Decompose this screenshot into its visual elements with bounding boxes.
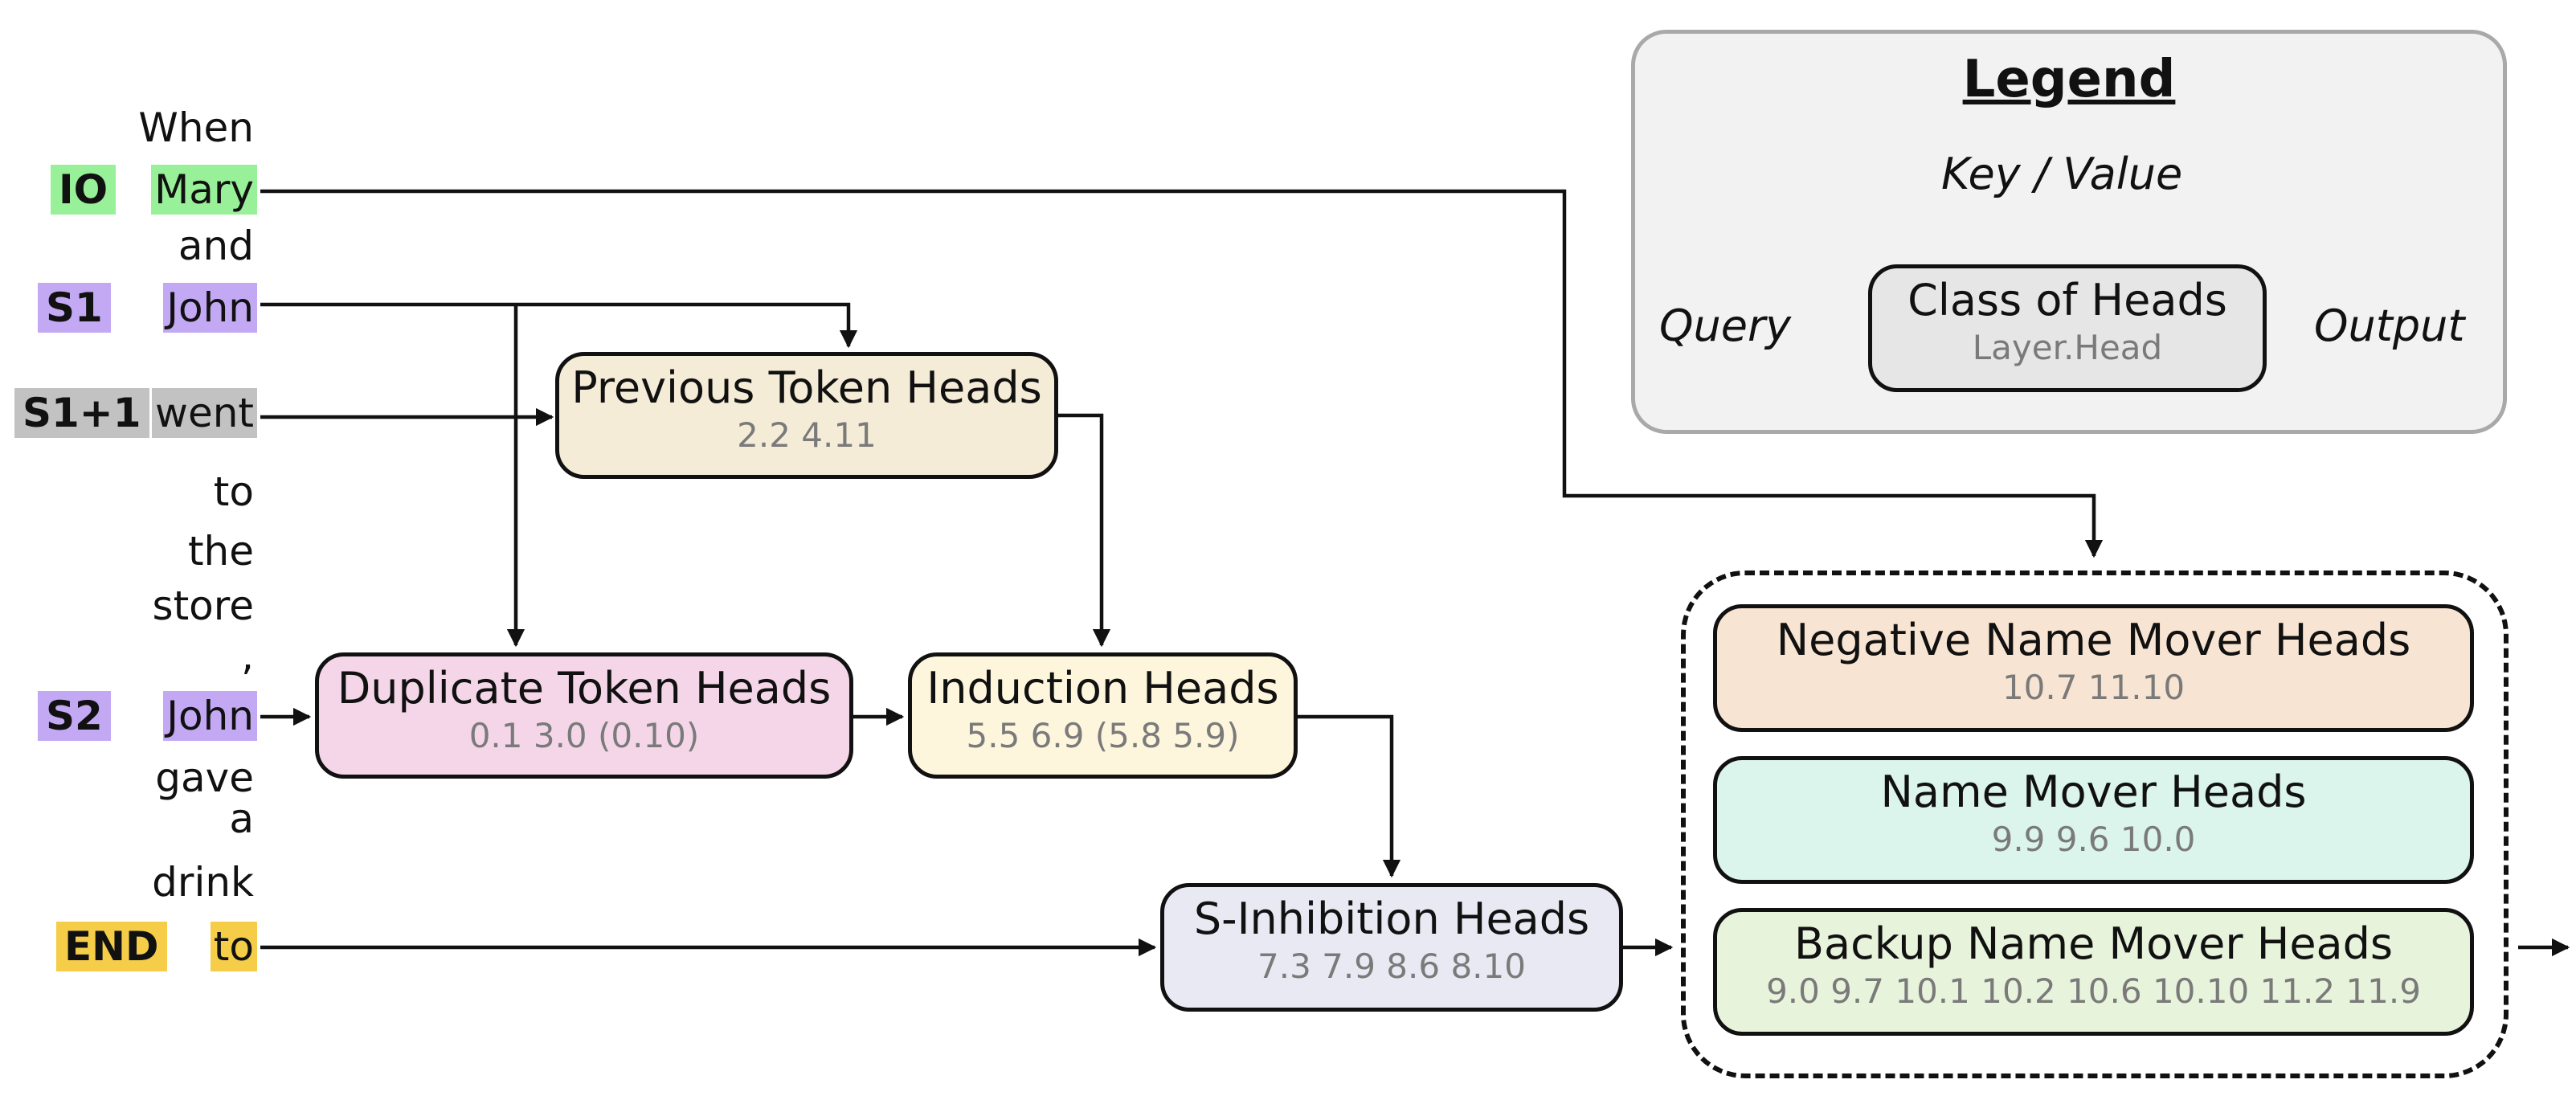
previous-token-heads-list: 2.2 4.11 <box>737 415 877 455</box>
backup-name-mover-heads-box: Backup Name Mover Heads 9.0 9.7 10.1 10.… <box>1713 908 2474 1036</box>
role-s1-label: S1 <box>38 283 111 333</box>
s-inhibition-heads-list: 7.3 7.9 8.6 8.10 <box>1257 947 1526 986</box>
edge-previous-to-induction <box>1058 413 1111 648</box>
negative-name-mover-heads-box: Negative Name Mover Heads 10.7 11.10 <box>1713 604 2474 732</box>
induction-heads-title: Induction Heads <box>926 663 1279 714</box>
name-mover-heads-list: 9.9 9.6 10.0 <box>1991 820 2196 859</box>
role-end-label: END <box>56 922 167 971</box>
previous-token-heads-box: Previous Token Heads 2.2 4.11 <box>555 352 1058 479</box>
s-inhibition-heads-title: S-Inhibition Heads <box>1193 894 1590 944</box>
legend-class-box: Class of Heads Layer.Head <box>1868 264 2267 392</box>
word-a: a <box>229 795 254 842</box>
duplicate-token-heads-list: 0.1 3.0 (0.10) <box>468 716 700 755</box>
backup-name-mover-heads-list: 9.0 9.7 10.1 10.2 10.6 10.10 11.2 11.9 <box>1766 971 2421 1011</box>
legend-query-label: Query <box>1659 301 1792 351</box>
duplicate-token-heads-box: Duplicate Token Heads 0.1 3.0 (0.10) <box>315 652 853 779</box>
word-when: When <box>138 104 254 151</box>
word-and: and <box>178 223 254 269</box>
word-went: went <box>152 388 257 438</box>
backup-name-mover-heads-title: Backup Name Mover Heads <box>1793 918 2394 969</box>
induction-heads-list: 5.5 6.9 (5.8 5.9) <box>966 716 1240 755</box>
legend-class-subtitle: Layer.Head <box>1972 328 2163 367</box>
word-john-s2: John <box>163 691 257 741</box>
legend-key-value-label: Key / Value <box>1941 149 2183 199</box>
legend-output-label: Output <box>2314 301 2465 351</box>
legend-panel: Legend Key / Value Query Output Class of… <box>1631 30 2507 434</box>
legend-class-title: Class of Heads <box>1907 275 2227 325</box>
name-mover-group <box>1681 570 2509 1078</box>
word-john-s1: John <box>163 283 257 333</box>
role-s2-label: S2 <box>38 691 111 741</box>
word-gave: gave <box>155 755 254 801</box>
word-store: store <box>152 583 254 629</box>
word-drink: drink <box>152 859 254 906</box>
negative-name-mover-heads-title: Negative Name Mover Heads <box>1776 615 2411 665</box>
induction-heads-box: Induction Heads 5.5 6.9 (5.8 5.9) <box>908 652 1298 779</box>
edge-s1-to-previous-token <box>260 302 858 349</box>
s-inhibition-heads-box: S-Inhibition Heads 7.3 7.9 8.6 8.10 <box>1160 883 1623 1012</box>
edge-mary-to-name-movers <box>260 189 2104 558</box>
word-mary: Mary <box>151 165 257 215</box>
word-the: the <box>187 528 254 575</box>
negative-name-mover-heads-list: 10.7 11.10 <box>2002 668 2186 707</box>
name-mover-heads-box: Name Mover Heads 9.9 9.6 10.0 <box>1713 756 2474 884</box>
role-io-label: IO <box>51 165 117 215</box>
word-comma: , <box>241 632 254 679</box>
duplicate-token-heads-title: Duplicate Token Heads <box>337 663 832 714</box>
edge-induction-to-s-inhibition <box>1298 714 1401 878</box>
previous-token-heads-title: Previous Token Heads <box>571 362 1042 413</box>
word-to: to <box>213 468 254 515</box>
name-mover-heads-title: Name Mover Heads <box>1880 767 2307 817</box>
word-to-end: to <box>210 922 257 971</box>
legend-title: Legend <box>1962 50 2176 109</box>
role-s1-plus-1-label: S1+1 <box>14 388 149 438</box>
